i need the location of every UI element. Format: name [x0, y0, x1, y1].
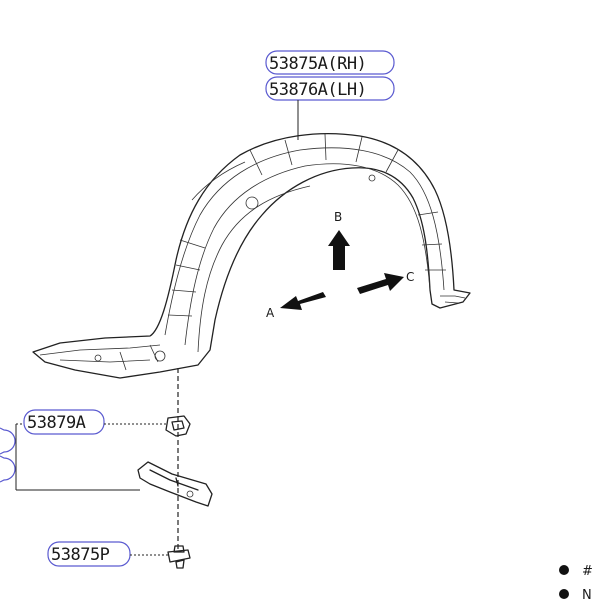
fender-liner-hole-1: [154, 350, 166, 362]
clip-drawing: [165, 415, 191, 437]
screw-label: 53875P: [51, 545, 110, 565]
screw-pill: [47, 541, 131, 567]
screw-drawing: [167, 545, 191, 569]
fender-liner-inner-line-2: [184, 163, 431, 346]
liner-lh-pill: [265, 76, 395, 101]
offscreen-pill-1: [0, 427, 16, 455]
fender-liner-hole-4: [368, 174, 376, 182]
legend-line-1: #: [582, 564, 593, 579]
fender-liner-inner-line-3: [197, 185, 311, 353]
fender-liner-outline: [32, 132, 471, 379]
fender-liner-inner-line-1: [164, 147, 445, 336]
arrow-c-shape: [357, 273, 404, 294]
liner-lh-label: 53876A(LH): [269, 80, 366, 100]
arrow-b: B: [328, 210, 350, 270]
legend-line-2: N: [582, 588, 592, 603]
fender-liner-inner-line-4: [191, 133, 399, 201]
arrow-c-label: C: [406, 270, 414, 284]
bracket-hole: [186, 490, 194, 498]
liner-rh-label: 53875A(RH): [269, 54, 366, 74]
bracket-drawing: [137, 461, 213, 507]
fender-liner-ribs: [167, 211, 446, 317]
clip-pill: [23, 409, 105, 435]
offscreen-pill-2: [0, 455, 16, 483]
fender-liner-right-foot: [440, 295, 466, 304]
group-brace: [0, 423, 140, 491]
fender-liner-flange: [39, 344, 161, 371]
bracket-part: [137, 461, 213, 507]
legend-bullet-2: [559, 589, 569, 599]
arrow-a-shape: [280, 292, 326, 310]
legend: # N: [559, 564, 593, 603]
clip-label: 53879A: [27, 413, 86, 433]
liner-rh-pill: [265, 50, 395, 75]
screw-part: 53875P: [47, 541, 191, 569]
liner-part-labels: 53875A(RH) 53876A(LH): [265, 50, 395, 140]
arrow-a-label: A: [266, 306, 275, 320]
fender-liner-drawing: [32, 132, 471, 379]
fender-liner-hole-2: [94, 354, 102, 362]
clip-part: 53879A: [23, 409, 191, 437]
direction-arrows: B C A: [266, 210, 414, 320]
arrow-b-label: B: [334, 210, 342, 224]
fender-liner-hole-3: [245, 196, 259, 210]
legend-bullet-1: [559, 565, 569, 575]
arrow-a: A: [266, 292, 326, 320]
arrow-c: C: [357, 270, 414, 294]
arrow-b-shape: [328, 230, 350, 270]
